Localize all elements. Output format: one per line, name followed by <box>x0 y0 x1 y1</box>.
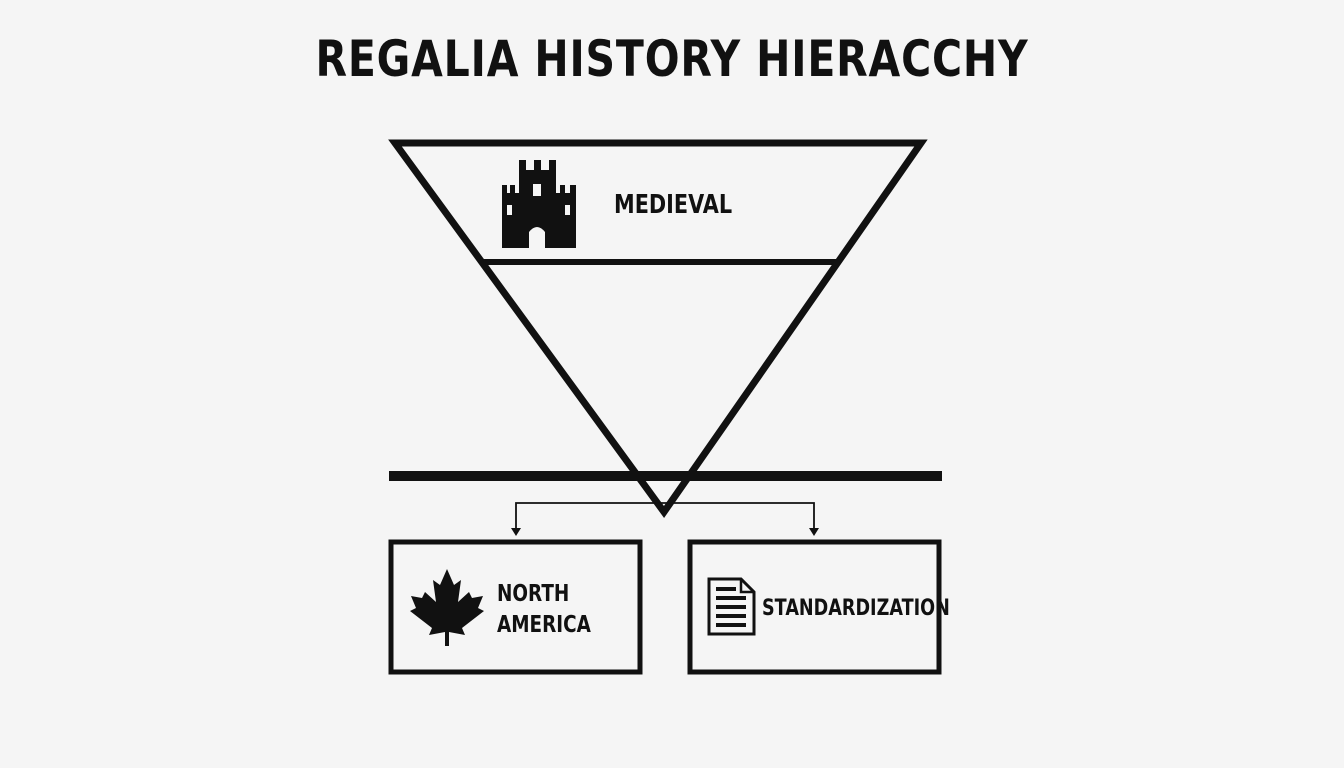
branch-connector <box>511 502 819 536</box>
section-label-medieval: MEDIEVAL <box>614 190 733 220</box>
branch-box-north-america <box>388 539 643 675</box>
branch-label-standardization: STANDARDIZATION <box>762 596 950 621</box>
document-icon <box>707 577 756 636</box>
maple-leaf-icon <box>410 569 484 646</box>
arrow-head-left <box>511 528 521 536</box>
inverted-triangle <box>388 139 928 519</box>
branch-label-north-america: NORTH AMERICA <box>497 581 591 638</box>
arrow-head-right <box>809 528 819 536</box>
diagram-title: REGALIA HISTORY HIERACCHY <box>315 30 1029 88</box>
castle-icon <box>502 160 576 248</box>
branch-box-standardization <box>687 539 942 675</box>
